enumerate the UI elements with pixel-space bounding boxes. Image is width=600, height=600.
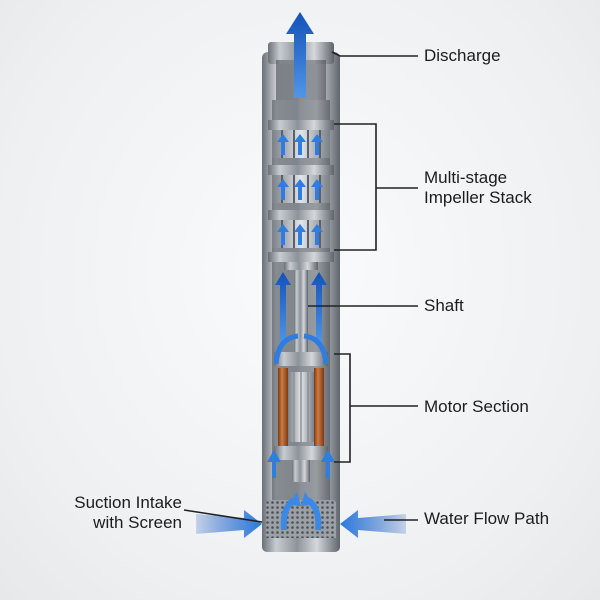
up-arrow-icon xyxy=(311,179,323,200)
label-discharge: Discharge xyxy=(424,46,501,65)
motor-section xyxy=(274,352,328,482)
pump-base xyxy=(262,538,340,552)
flow-arrows xyxy=(267,12,335,531)
shaft xyxy=(294,262,308,362)
label-impeller-line1: Multi-stage xyxy=(424,168,508,187)
copper-winding-left xyxy=(278,368,288,446)
leader-lines xyxy=(183,51,418,523)
up-arrow-icon xyxy=(275,272,291,345)
label-suction-line1: Suction Intake xyxy=(74,493,182,512)
up-arrow-icon xyxy=(267,450,281,478)
up-arrow-icon xyxy=(286,12,314,98)
label-impeller-line2: Impeller Stack xyxy=(424,188,532,207)
up-arrow-icon xyxy=(277,134,289,155)
up-arrow-icon xyxy=(311,224,323,245)
label-motor-section: Motor Section xyxy=(424,397,529,416)
inward-arrow-icon xyxy=(340,510,406,538)
up-arrow-icon xyxy=(294,134,306,155)
label-shaft: Shaft xyxy=(424,296,464,315)
inward-arrow-icon xyxy=(196,510,262,538)
up-arrow-icon xyxy=(321,450,335,478)
up-arrow-icon xyxy=(294,224,306,245)
label-water-flow-path: Water Flow Path xyxy=(424,509,550,528)
up-arrow-icon xyxy=(294,179,306,200)
up-arrow-icon xyxy=(277,224,289,245)
up-arrow-icon xyxy=(311,272,327,345)
up-arrow-icon xyxy=(311,134,323,155)
copper-winding-right xyxy=(314,368,324,446)
up-arrow-icon xyxy=(277,179,289,200)
label-suction-line2: with Screen xyxy=(93,513,182,532)
